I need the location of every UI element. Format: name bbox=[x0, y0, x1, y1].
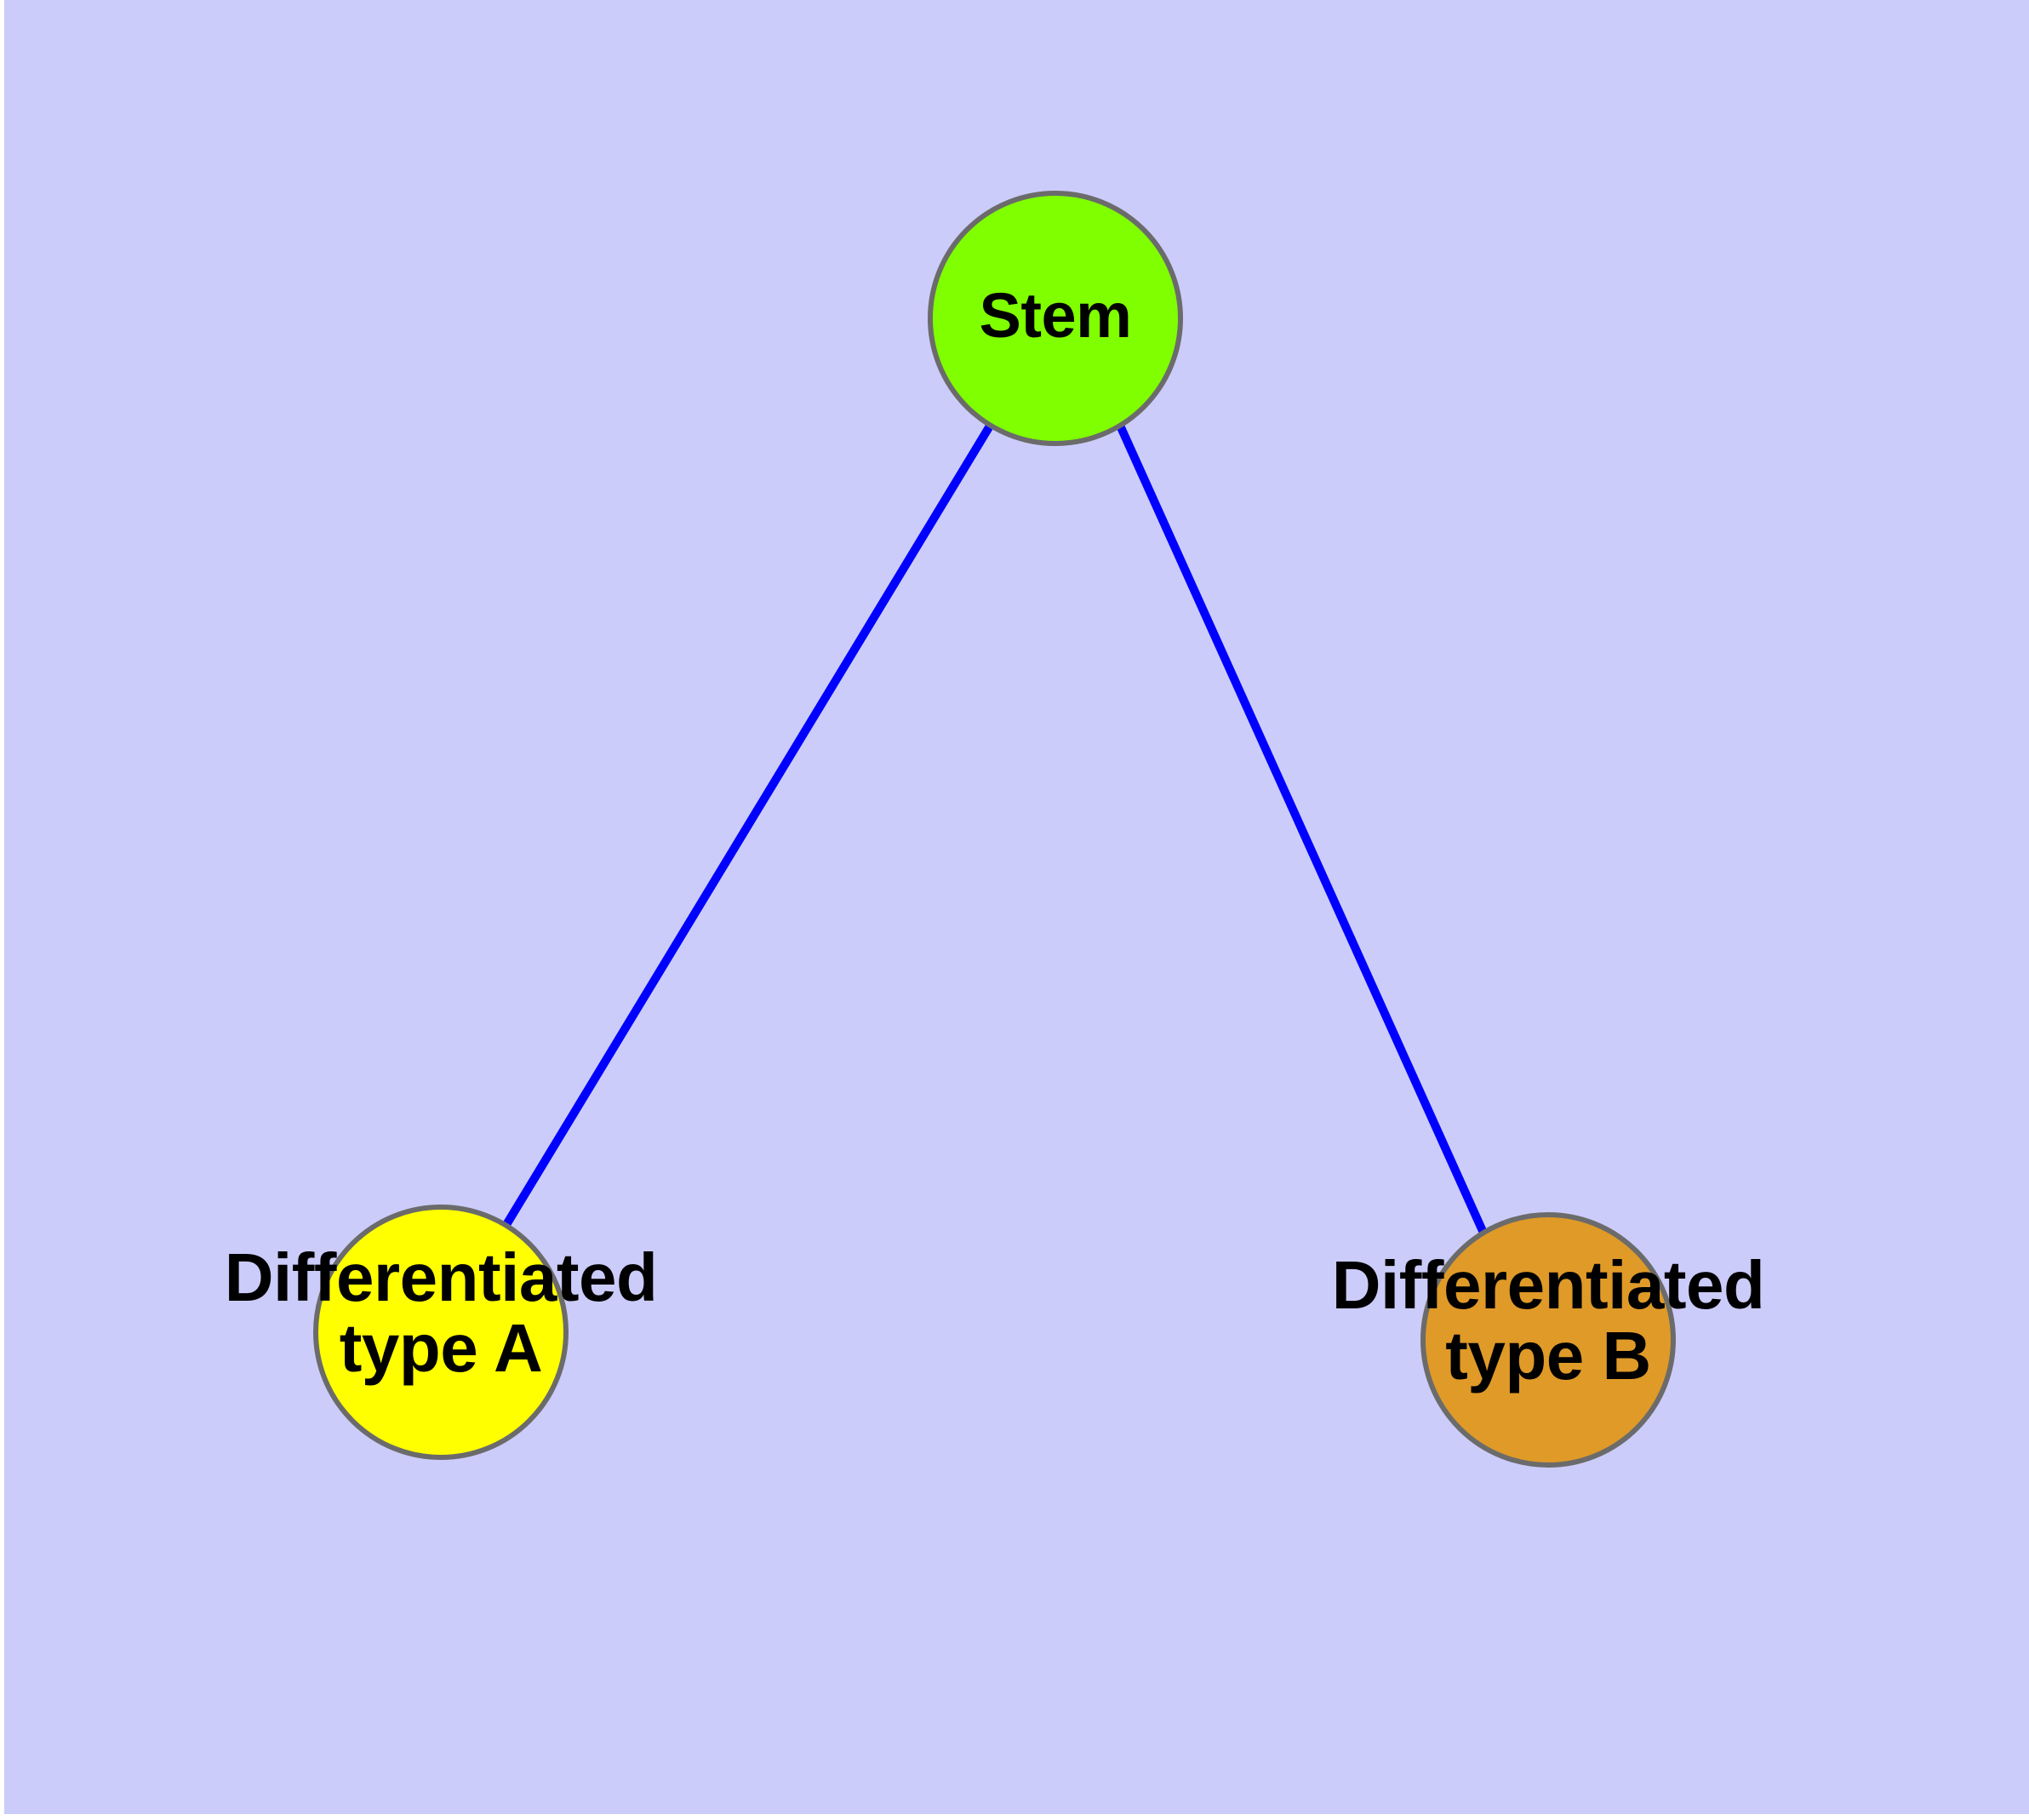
node-stem[interactable] bbox=[928, 191, 1183, 446]
edge-stem-to-diff-b[interactable] bbox=[1117, 425, 1487, 1233]
node-layer bbox=[313, 191, 1676, 1468]
edge-stem-to-diff-a[interactable] bbox=[503, 425, 993, 1226]
node-differentiated-type-a[interactable] bbox=[313, 1205, 569, 1460]
node-differentiated-type-b[interactable] bbox=[1420, 1212, 1676, 1468]
edge-layer bbox=[503, 425, 1487, 1233]
